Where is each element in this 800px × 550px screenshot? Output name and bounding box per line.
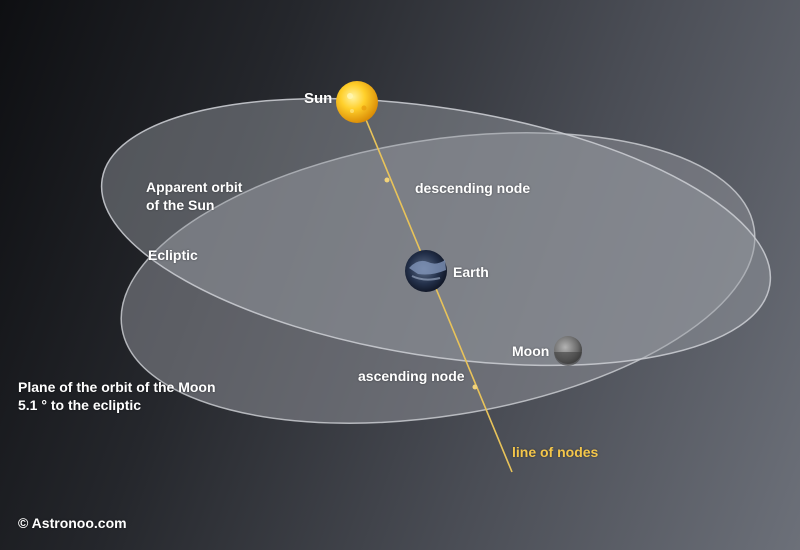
ecliptic-label: Ecliptic (148, 247, 198, 263)
moon-label: Moon (512, 343, 550, 359)
moon-icon (554, 336, 582, 366)
descending-node-marker (384, 177, 390, 183)
copyright-notice: © Astronoo.com (18, 515, 127, 531)
sun-icon (336, 81, 378, 123)
line-of-nodes-label: line of nodes (512, 444, 599, 460)
apparent-orbit-label: Apparent orbit of the Sun (146, 179, 243, 213)
sun-label: Sun (304, 90, 333, 107)
earth-icon (405, 250, 447, 292)
ecliptic-plane (100, 97, 772, 367)
line-of-nodes-line (361, 109, 513, 473)
earth-label: Earth (453, 264, 489, 280)
moon-orbit-plane-label: Plane of the orbit of the Moon 5.1 ° to … (18, 379, 216, 413)
ascending-node-label: ascending node (358, 368, 465, 384)
ascending-node-marker (472, 384, 478, 390)
descending-node-label: descending node (415, 180, 531, 196)
